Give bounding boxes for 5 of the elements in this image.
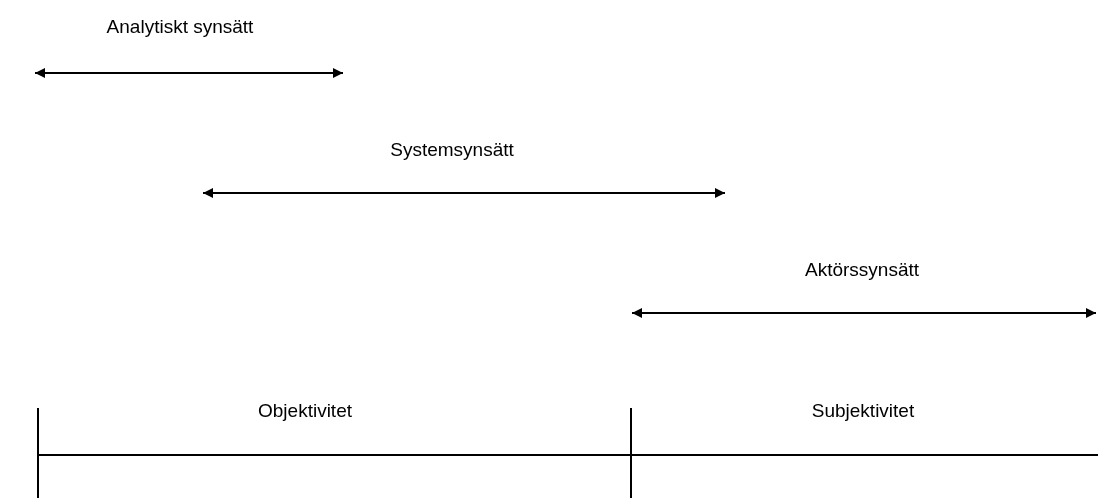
range-label: Systemsynsätt — [390, 139, 514, 161]
range-label: Analytiskt synsätt — [106, 16, 254, 38]
scale-label: Objektivitet — [258, 400, 352, 422]
range-label: Aktörssynsätt — [805, 259, 919, 281]
scale-label: Subjektivitet — [811, 400, 915, 422]
